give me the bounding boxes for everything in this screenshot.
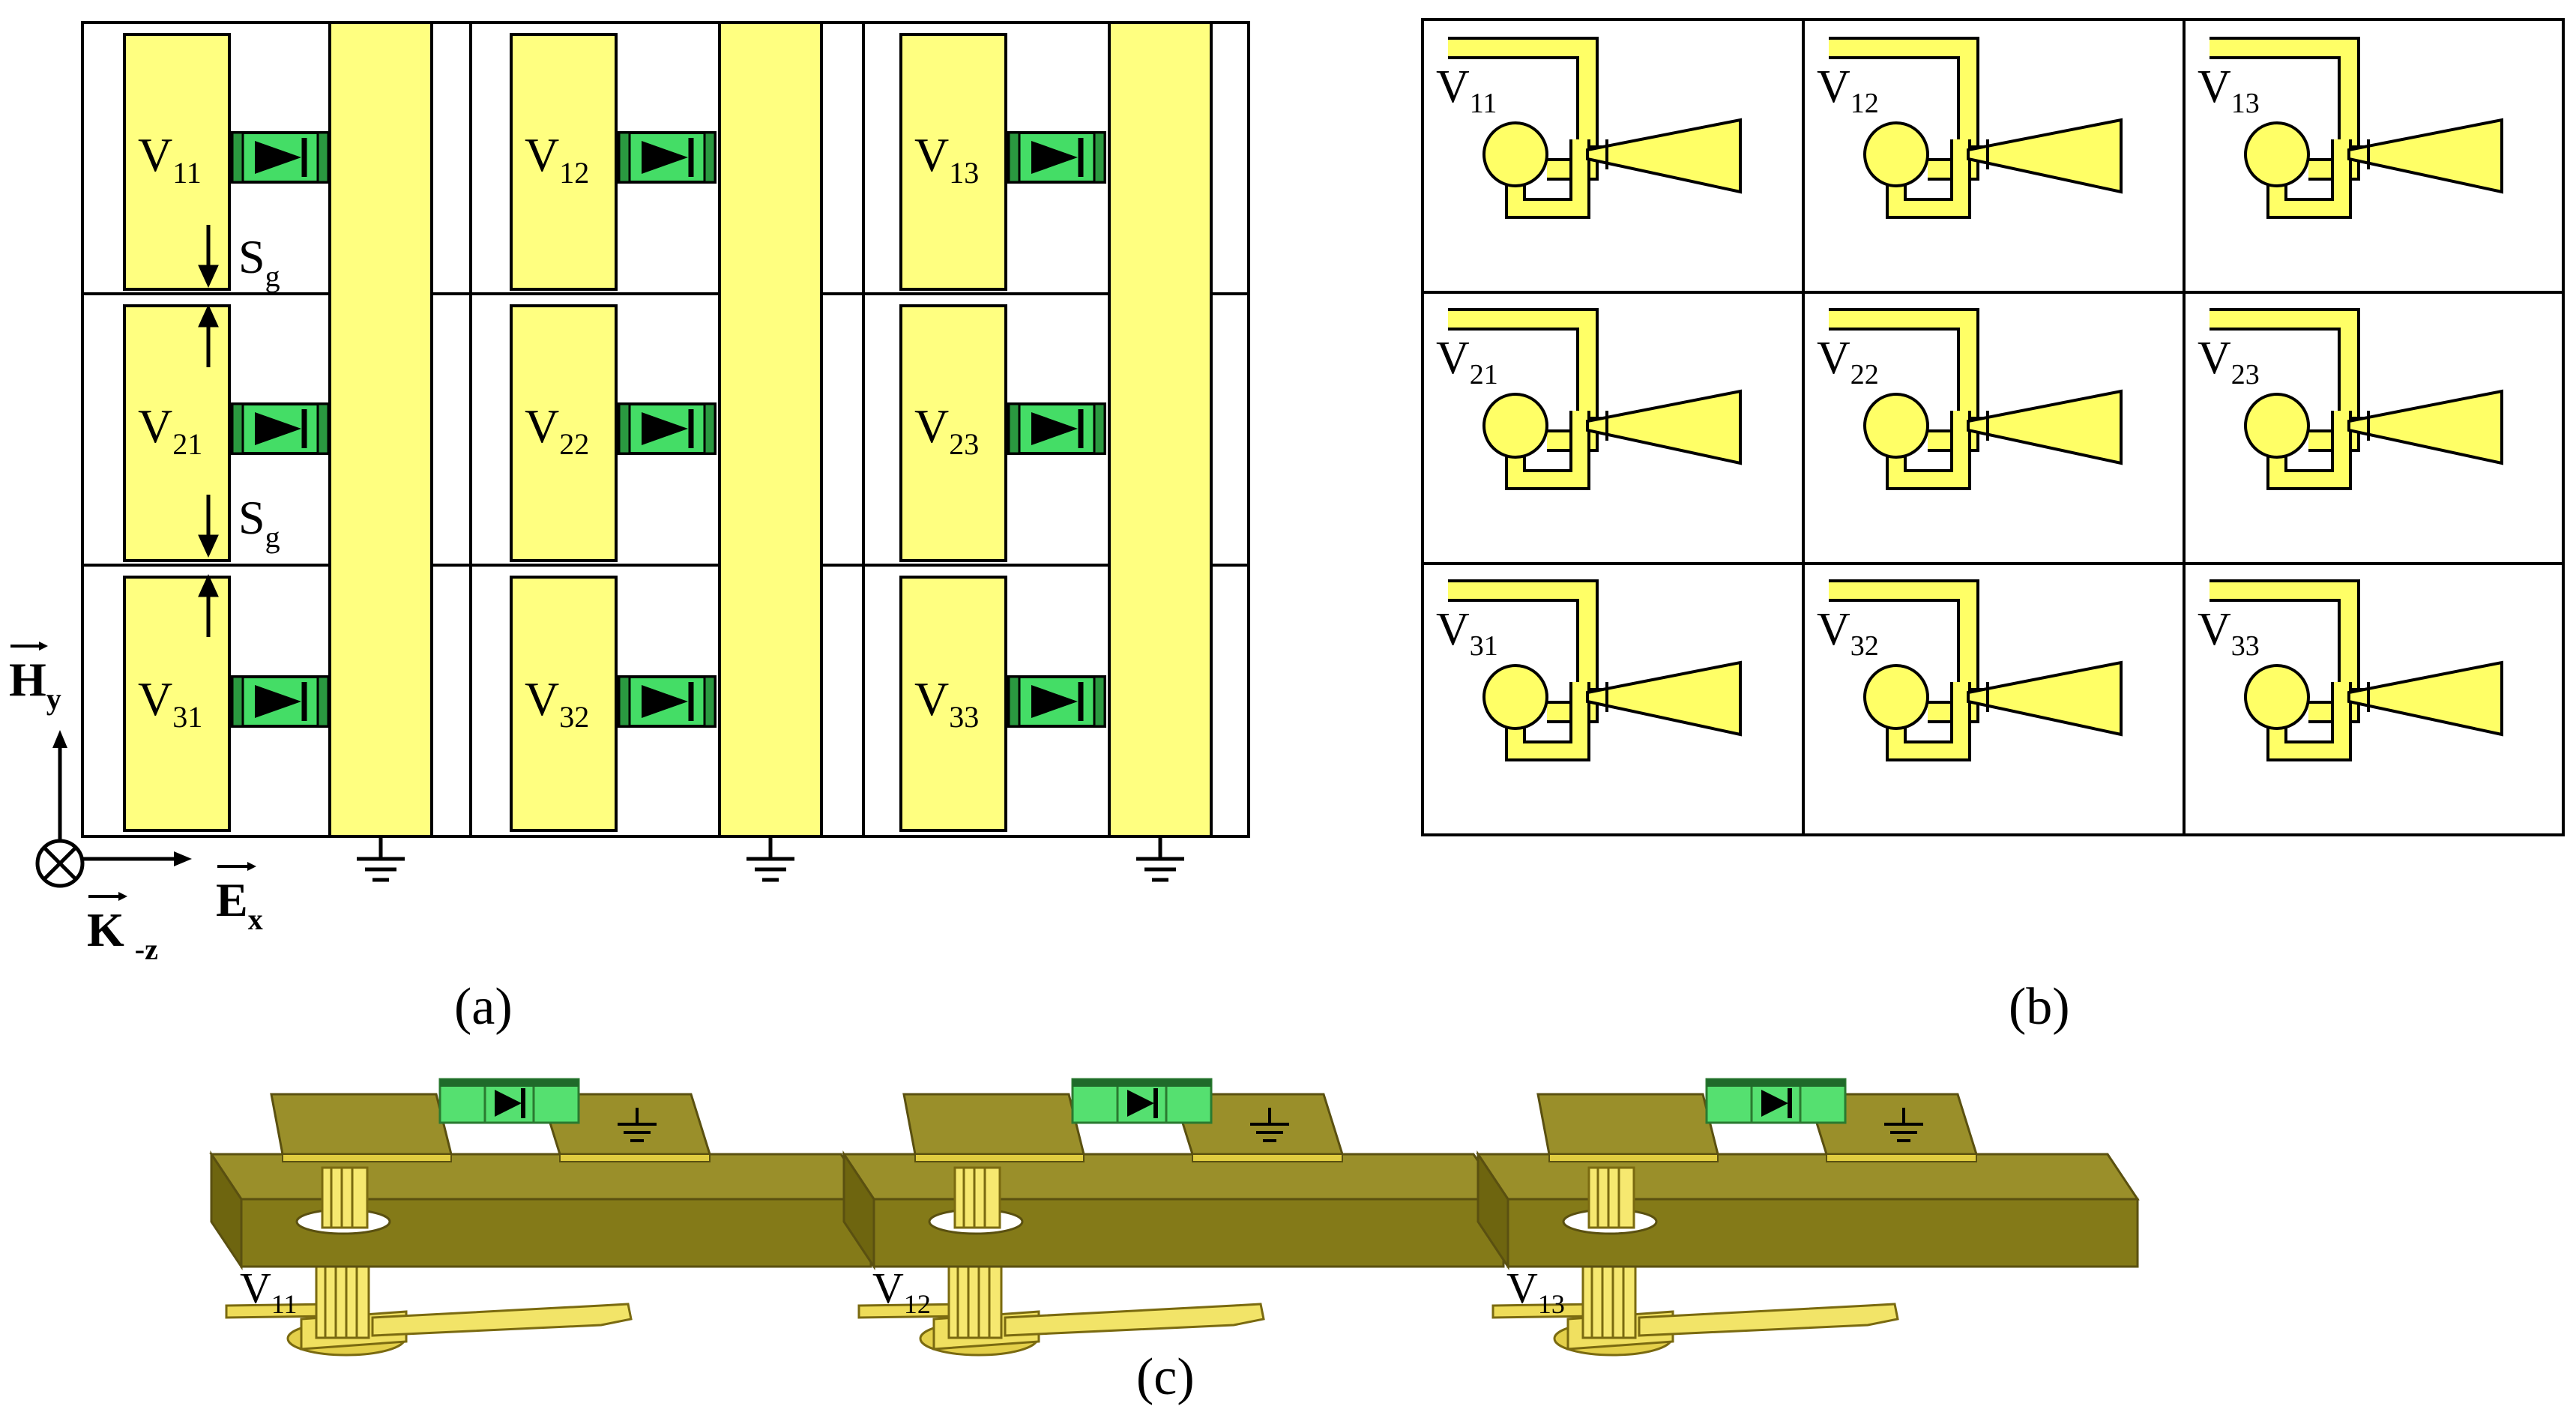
voltage-label: V13 [914,128,979,190]
panel-c: V11 V12 V13 (c) [211,1079,2138,1406]
k-axis-label: K-z [87,903,158,966]
patch [510,304,618,562]
h-axis-label: Hy [9,653,61,716]
ground-icon [1136,838,1184,880]
voltage-label: V33 [2198,604,2260,662]
voltage-label: V12 [525,128,589,190]
ground-icon [357,838,405,880]
ground-strip [328,21,433,838]
voltage-label: V33 [914,672,979,734]
patch [899,304,1007,562]
diode-icon [232,404,328,453]
voltage-label: V31 [1436,604,1498,662]
voltage-label: V21 [138,399,202,461]
diode-icon [619,404,715,453]
arrow-right-icon [174,851,192,866]
axes-indicator: Hy Ex K-z [9,642,263,966]
diode-icon [619,677,715,726]
patch [123,576,231,832]
voltage-label: V23 [2198,333,2260,390]
patch [510,33,618,291]
voltage-label: V12 [872,1264,931,1319]
diode-icon [1009,404,1105,453]
voltage-label: V22 [1817,333,1879,390]
voltage-label: V32 [1817,604,1879,662]
panel-a: V11 V12 V13 V21 V22 V23 V31 V32 V33 Sg S… [9,21,1250,1036]
unit-cell-3d [1478,1079,2138,1355]
voltage-label: V13 [2198,61,2260,119]
ground-strip [1108,21,1213,838]
voltage-label: V12 [1817,61,1879,119]
patch [899,33,1007,291]
diode-icon [232,133,328,182]
patch [510,576,618,832]
panel-b-caption: (b) [2009,978,2070,1036]
gap-label: Sg [238,491,280,554]
ground-icon [746,838,794,880]
voltage-label: V11 [240,1264,298,1319]
patch [899,576,1007,832]
gap-arrows [198,225,219,637]
voltage-label: V31 [138,672,202,734]
voltage-label: V11 [138,128,202,190]
diode-icon [619,133,715,182]
panel-a-caption: (a) [454,978,513,1036]
voltage-label: V23 [914,399,979,461]
voltage-label: V13 [1506,1264,1565,1319]
e-axis-label: Ex [216,873,263,936]
unit-cell-3d [211,1079,871,1355]
arrow-up-icon [52,730,67,748]
voltage-label: V22 [525,399,589,461]
diode-icon [1009,133,1105,182]
patch [123,304,231,562]
voltage-label: V21 [1436,333,1498,390]
unit-cell-3d [844,1079,1503,1355]
voltage-label: V32 [525,672,589,734]
diode-icon [232,677,328,726]
panel-b: V11 V12 V13 V21 V22 V23 V31 V32 V33 (b) [1421,18,2565,1036]
diode-icon [1009,677,1105,726]
patch [123,33,231,291]
ground-strip [718,21,823,838]
gap-label: Sg [238,230,280,293]
panel-c-caption: (c) [1136,1348,1195,1406]
voltage-label: V11 [1436,61,1497,119]
